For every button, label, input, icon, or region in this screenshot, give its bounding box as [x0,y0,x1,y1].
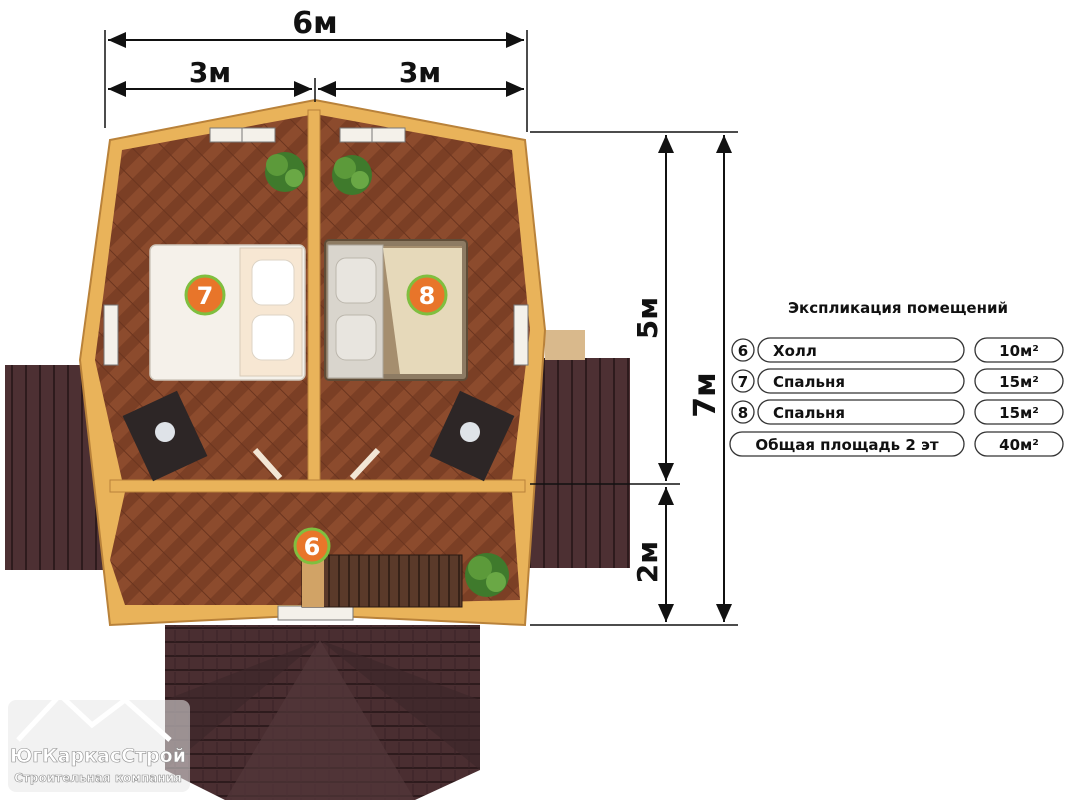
dimension-label-5m: 5м [631,297,664,339]
window-right [513,304,529,366]
room-marker-6: 6 [293,527,331,565]
roof-right [525,330,630,568]
staircase [301,554,463,608]
room-number-6: 6 [304,533,321,561]
legend-row-number: 8 [738,404,748,422]
dimension-left-width: 3м [108,56,316,102]
plant-icon [265,152,305,192]
dimension-hall-depth: 2м [631,487,674,622]
dimension-total-width: 6м [104,6,528,132]
legend-row-area: 10м² [999,342,1039,360]
window-top-left [209,127,276,143]
window-top-right [339,127,406,143]
door-left [252,448,283,480]
roof-bottom [165,625,480,800]
room-number-7: 7 [197,282,214,310]
logo-tagline: Строительная компания [14,771,182,785]
interior-wall-vertical [307,109,321,491]
dimension-right-width: 3м [318,56,524,97]
dimension-bedrooms-depth: 5м [530,135,680,485]
legend-row-name: Спальня [773,373,845,391]
legend: Экспликация помещений 6 Холл 10м² 7 Спал… [729,299,1064,457]
room-marker-7: 7 [184,274,226,316]
legend-row-area: 15м² [999,373,1039,391]
room-number-8: 8 [419,282,436,310]
window-bottom [277,605,354,621]
bed-right [324,239,468,381]
legend-row-name: Спальня [773,404,845,422]
legend-total-area: 40м² [999,436,1039,454]
bed-left [149,244,306,381]
desk-right [429,390,515,482]
legend-total-name: Общая площадь 2 эт [755,436,939,454]
window-left [103,304,119,366]
legend-row-name: Холл [773,342,817,360]
company-logo: ЮгКаркасСтрой Строительная компания [8,691,190,792]
legend-row-number: 6 [738,342,748,360]
interior-wall-horizontal [109,479,526,493]
dimension-label-6m: 6м [292,6,337,41]
legend-row-area: 15м² [999,404,1039,422]
room-marker-8: 8 [406,274,448,316]
door-right [349,447,381,481]
desk-left [122,390,208,482]
house-roof-icon [16,691,172,742]
legend-row-number: 7 [738,373,748,391]
dimension-label-3m-right: 3м [399,56,441,89]
legend-row: 8 Спальня 15м² [731,399,1064,425]
legend-row: 7 Спальня 15м² [731,368,1064,394]
legend-title: Экспликация помещений [788,299,1008,317]
legend-total-row: Общая площадь 2 эт 40м² [729,431,1064,457]
legend-row: 6 Холл 10м² [731,337,1064,363]
dimension-label-7m: 7м [688,372,723,417]
plant-icon [465,553,509,597]
dimension-label-2m: 2м [631,541,664,583]
plant-icon [332,155,372,195]
logo-company-name: ЮгКаркасСтрой [10,745,186,767]
dimension-label-3m-left: 3м [189,56,231,89]
dimension-total-depth: 7м [530,131,738,626]
